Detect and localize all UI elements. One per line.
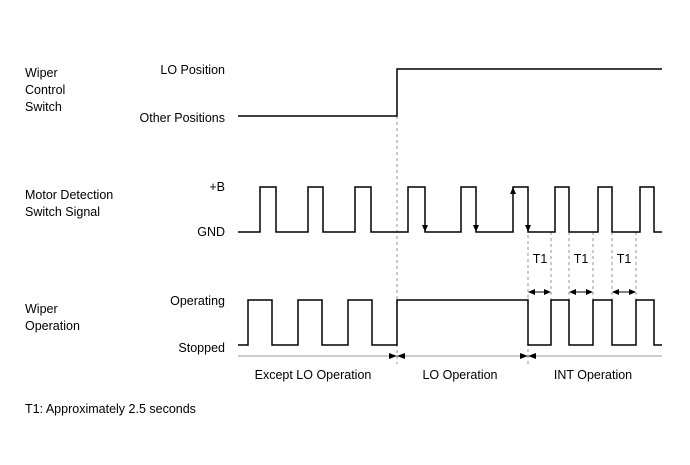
plus-b-label: +B <box>209 180 225 194</box>
switch-waveform <box>238 68 662 117</box>
t1-label-3: T1 <box>617 252 632 266</box>
other-positions-label: Other Positions <box>140 111 225 125</box>
phase-marker-lo <box>389 353 405 359</box>
switch-row-title-line2: Control <box>25 83 65 97</box>
t1-label-2: T1 <box>574 252 589 266</box>
t1-label-1: T1 <box>533 252 548 266</box>
switch-row-title-line3: Switch <box>25 100 62 114</box>
phase-label-lo: LO Operation <box>422 368 497 382</box>
phase-label-int: INT Operation <box>554 368 632 382</box>
t1-footnote: T1: Approximately 2.5 seconds <box>25 402 196 416</box>
t1-interval-arrow-1 <box>528 289 551 295</box>
lo-position-label: LO Position <box>160 63 225 77</box>
operation-waveform <box>238 299 662 346</box>
down-arrow-3 <box>525 190 531 232</box>
motor-row-title-line2: Switch Signal <box>25 205 100 219</box>
down-arrow-2 <box>473 190 479 232</box>
motor-row-title-line1: Motor Detection <box>25 188 113 202</box>
motor-waveform <box>238 186 662 233</box>
down-arrow-1 <box>422 190 428 232</box>
phase-label-except-lo: Except LO Operation <box>255 368 372 382</box>
up-arrow <box>510 187 516 229</box>
stopped-label: Stopped <box>178 341 225 355</box>
t1-interval-arrow-2 <box>569 289 593 295</box>
phase-marker-int <box>520 353 536 359</box>
switch-row-title-line1: Wiper <box>25 66 58 80</box>
operation-row-title-line1: Wiper <box>25 302 58 316</box>
gnd-label: GND <box>197 225 225 239</box>
operation-row-title-line2: Operation <box>25 319 80 333</box>
t1-interval-arrow-3 <box>612 289 636 295</box>
operating-label: Operating <box>170 294 225 308</box>
